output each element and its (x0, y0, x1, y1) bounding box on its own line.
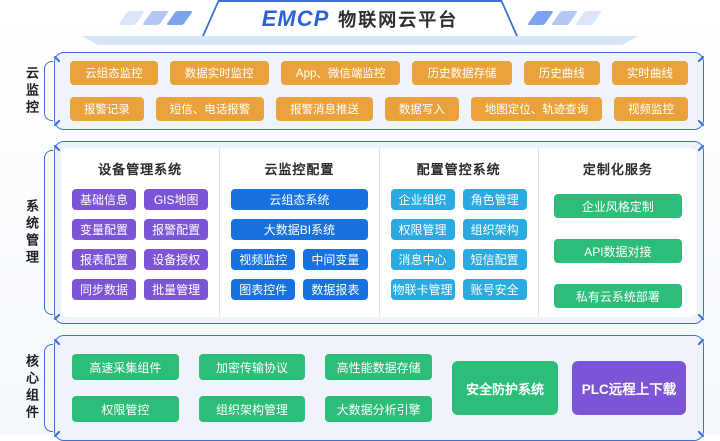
column-cloud-monitor-config: 云监控配置 云组态系统 大数据BI系统 视频监控 中间变量 图表控件 数据报表 (220, 148, 380, 317)
corner-notch-icon (53, 119, 61, 127)
corner-notch-icon (697, 144, 705, 152)
custom-service-chip[interactable]: 企业风格定制 (553, 194, 682, 218)
column-title: 定制化服务 (582, 162, 653, 177)
cloud-config-chip[interactable]: 大数据BI系统 (231, 219, 368, 240)
device-mgmt-chip[interactable]: 同步数据 (72, 279, 137, 300)
monitor-chip[interactable]: 历史数据存储 (412, 61, 512, 85)
device-mgmt-chip[interactable]: 报警配置 (144, 219, 209, 240)
decor-stripes-left-icon (118, 11, 193, 25)
cloud-config-chip[interactable]: 中间变量 (303, 249, 368, 270)
section-core-components: 核心组件 高速采集组件 加密传输协议 高性能数据存储 权限管控 组织架构管理 大… (12, 335, 705, 441)
device-mgmt-chip[interactable]: 批量管理 (144, 279, 209, 300)
corner-notch-icon (697, 119, 705, 127)
monitor-chip[interactable]: 短信、电话报警 (155, 97, 265, 121)
monitor-chip[interactable]: 报警记录 (70, 97, 144, 121)
decor-stripes-right-icon (527, 11, 602, 25)
section-bracket-icon (44, 344, 53, 432)
config-control-chip[interactable]: 消息中心 (390, 249, 455, 270)
core-component-chip[interactable]: 高性能数据存储 (325, 354, 432, 380)
section-bracket-icon (44, 61, 53, 121)
monitor-chip[interactable]: App、微信端监控 (280, 61, 401, 85)
header: EMCP 物联网云平台 (0, 0, 720, 48)
diagram-body: 云监控 云组态监控 数据实时监控 App、微信端监控 历史数据存储 历史曲线 实… (0, 48, 720, 441)
header-banner: EMCP 物联网云平台 (202, 0, 518, 36)
header-band-decor (82, 36, 638, 45)
custom-service-chip[interactable]: 私有云系统部署 (553, 284, 682, 308)
monitor-chip[interactable]: 视频监控 (614, 97, 688, 121)
cloud-config-chip[interactable]: 云组态系统 (231, 189, 368, 210)
header-banner-inner: EMCP 物联网云平台 (204, 2, 516, 36)
config-control-chip[interactable]: 角色管理 (462, 189, 527, 210)
corner-notch-icon (697, 55, 705, 63)
device-mgmt-chip[interactable]: 基础信息 (72, 189, 137, 210)
config-control-chip[interactable]: 组织架构 (462, 219, 527, 240)
cloud-monitoring-box: 云组态监控 数据实时监控 App、微信端监控 历史数据存储 历史曲线 实时曲线 … (53, 52, 705, 130)
corner-notch-icon (53, 55, 61, 63)
device-mgmt-chip[interactable]: GIS地图 (144, 189, 209, 210)
corner-notch-icon (53, 313, 61, 321)
config-control-chip[interactable]: 短信配置 (462, 249, 527, 270)
config-control-chip[interactable]: 权限管理 (390, 219, 455, 240)
corner-notch-icon (697, 313, 705, 321)
monitor-chip-row: 云组态监控 数据实时监控 App、微信端监控 历史数据存储 历史曲线 实时曲线 (70, 61, 688, 85)
core-component-chip[interactable]: 高速采集组件 (72, 354, 179, 380)
column-title: 设备管理系统 (98, 162, 183, 177)
config-control-chip[interactable]: 物联卡管理 (390, 279, 455, 300)
core-component-chip[interactable]: 组织架构管理 (198, 396, 306, 422)
security-system-chip[interactable]: 安全防护系统 (452, 361, 558, 415)
monitor-chip[interactable]: 历史曲线 (523, 61, 600, 85)
column-custom-services: 定制化服务 企业风格定制 API数据对接 私有云系统部署 (539, 148, 697, 317)
page-title: 物联网云平台 (338, 10, 459, 30)
system-panel: 设备管理系统 基础信息 GIS地图 变量配置 报警配置 报表配置 设备授权 同步… (61, 148, 697, 317)
corner-notch-icon (697, 430, 705, 438)
column-title: 云监控配置 (264, 162, 335, 177)
corner-notch-icon (697, 338, 705, 346)
section-bracket-icon (44, 150, 53, 315)
monitor-chip[interactable]: 数据实时监控 (169, 61, 269, 85)
custom-service-chip[interactable]: API数据对接 (553, 239, 682, 263)
section-label-core-components: 核心组件 (24, 354, 39, 422)
core-component-chip[interactable]: 大数据分析引擎 (325, 396, 432, 422)
core-components-box: 高速采集组件 加密传输协议 高性能数据存储 权限管控 组织架构管理 大数据分析引… (53, 335, 705, 441)
cloud-config-chip[interactable]: 数据报表 (303, 279, 368, 300)
header-banner-frame: EMCP 物联网云平台 (202, 0, 518, 36)
section-label-cloud-monitoring: 云监控 (24, 65, 39, 117)
cloud-config-chip[interactable]: 视频监控 (231, 249, 296, 270)
device-mgmt-chip[interactable]: 设备授权 (144, 249, 209, 270)
column-config-control: 配置管控系统 企业组织 角色管理 权限管理 组织架构 消息中心 短信配置 物联卡… (380, 148, 539, 317)
corner-notch-icon (53, 430, 61, 438)
corner-notch-icon (53, 144, 61, 152)
section-label-system-management: 系统管理 (24, 198, 39, 267)
monitor-chip[interactable]: 地图定位、轨迹查询 (470, 97, 603, 121)
config-control-chip[interactable]: 账号安全 (462, 279, 527, 300)
monitor-chip-row: 报警记录 短信、电话报警 报警消息推送 数据写入 地图定位、轨迹查询 视频监控 (70, 97, 688, 121)
emcp-logo: EMCP (261, 6, 330, 31)
corner-notch-icon (53, 338, 61, 346)
config-control-chip[interactable]: 企业组织 (390, 189, 455, 210)
monitor-chip[interactable]: 实时曲线 (611, 61, 688, 85)
monitor-chip[interactable]: 云组态监控 (70, 61, 158, 85)
column-title: 配置管控系统 (416, 162, 501, 177)
system-management-box: 设备管理系统 基础信息 GIS地图 变量配置 报警配置 报表配置 设备授权 同步… (53, 141, 705, 324)
section-system-management: 系统管理 设备管理系统 基础信息 GIS地图 变量配置 报警配置 (12, 141, 705, 324)
device-mgmt-chip[interactable]: 报表配置 (72, 249, 137, 270)
monitor-chip[interactable]: 数据写入 (384, 97, 459, 121)
column-device-management: 设备管理系统 基础信息 GIS地图 变量配置 报警配置 报表配置 设备授权 同步… (61, 148, 221, 317)
device-mgmt-chip[interactable]: 变量配置 (72, 219, 137, 240)
section-cloud-monitoring: 云监控 云组态监控 数据实时监控 App、微信端监控 历史数据存储 历史曲线 实… (12, 52, 705, 130)
core-component-chip[interactable]: 权限管控 (72, 396, 179, 422)
core-component-chip[interactable]: 加密传输协议 (198, 354, 306, 380)
monitor-chip[interactable]: 报警消息推送 (276, 97, 373, 121)
cloud-config-chip[interactable]: 图表控件 (231, 279, 296, 300)
plc-remote-chip[interactable]: PLC远程上下载 (572, 361, 686, 415)
